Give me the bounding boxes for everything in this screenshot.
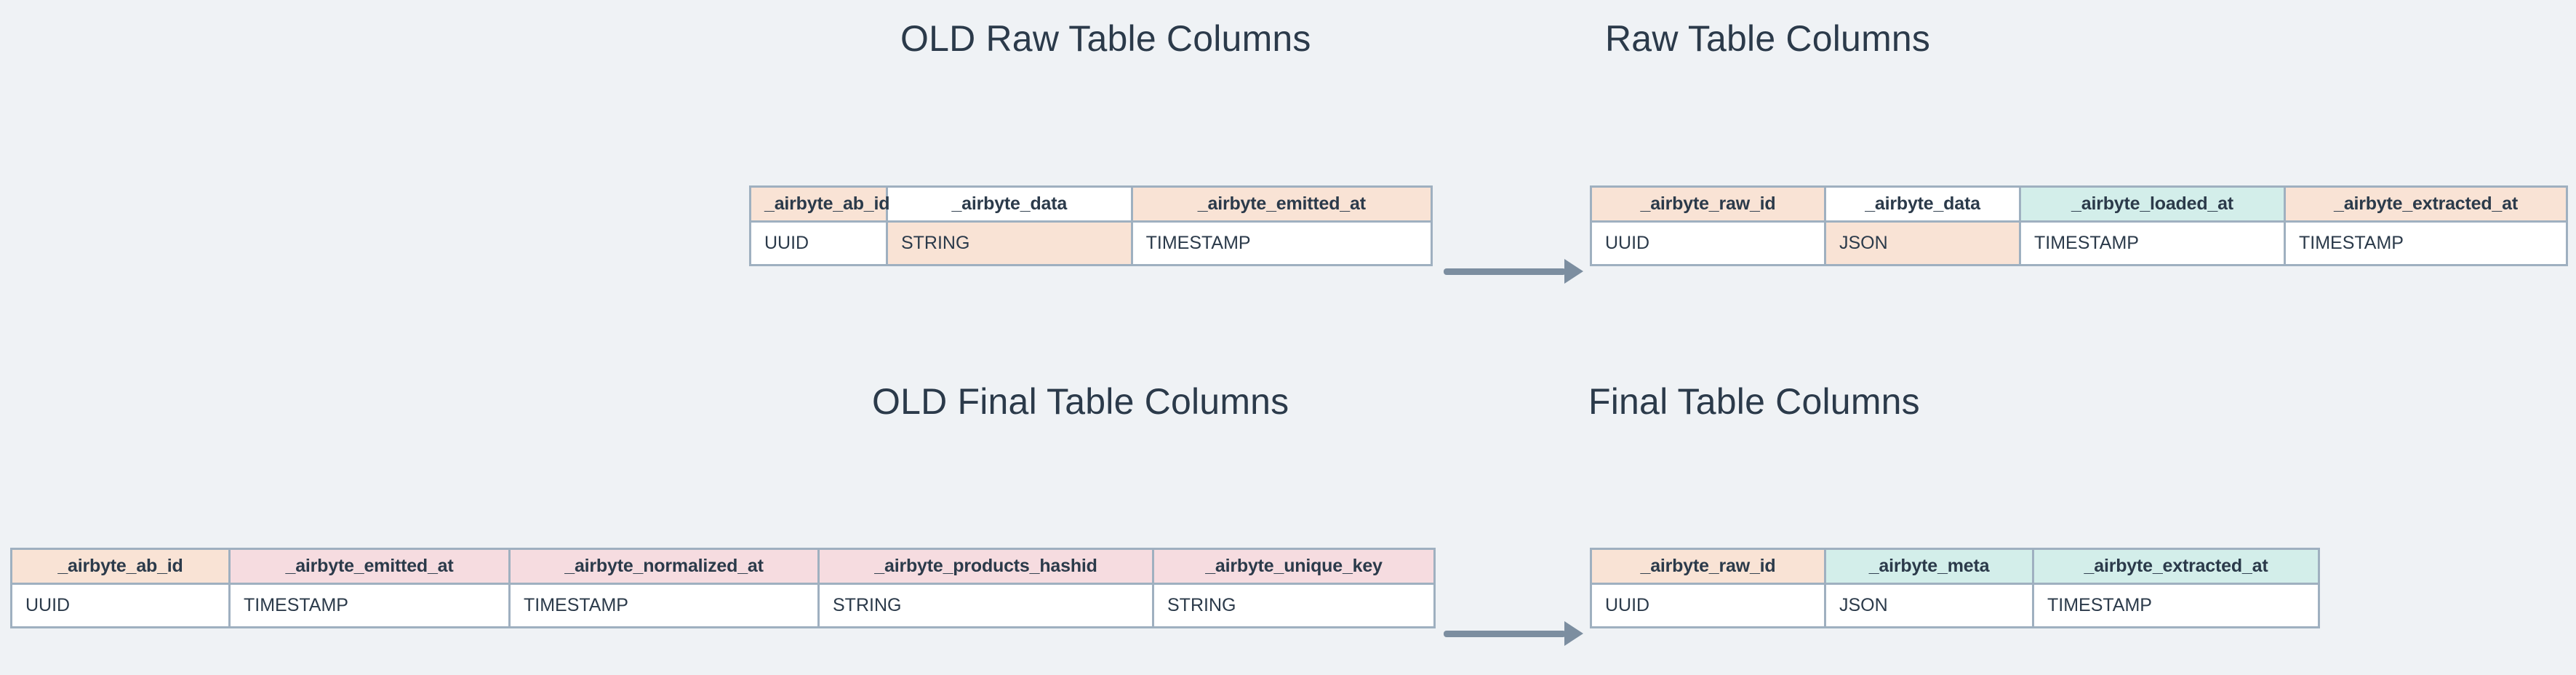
table-header-row: _airbyte_ab_id _airbyte_emitted_at _airb… [12, 550, 1433, 585]
table-new-raw-columns: _airbyte_raw_id _airbyte_data _airbyte_l… [1590, 185, 2568, 266]
header-cell: _airbyte_data [1826, 188, 2021, 223]
type-cell: TIMESTAMP [231, 585, 511, 626]
header-cell: _airbyte_raw_id [1592, 550, 1826, 585]
table-old-final-columns: _airbyte_ab_id _airbyte_emitted_at _airb… [10, 548, 1436, 628]
table-old-raw-columns: _airbyte_ab_id _airbyte_data _airbyte_em… [749, 185, 1433, 266]
header-cell: _airbyte_ab_id [751, 188, 889, 223]
header-cell: _airbyte_emitted_at [231, 550, 511, 585]
header-cell: _airbyte_meta [1826, 550, 2034, 585]
type-cell: TIMESTAMP [511, 585, 820, 626]
type-cell: JSON [1826, 223, 2021, 264]
type-cell: TIMESTAMP [2034, 585, 2318, 626]
type-cell: STRING [887, 223, 1133, 264]
arrow-head-icon [1564, 259, 1583, 284]
type-cell: UUID [1592, 223, 1826, 264]
title-new-raw-table: Raw Table Columns [1605, 18, 1931, 59]
header-cell: _airbyte_ab_id [12, 550, 231, 585]
title-old-raw-table: OLD Raw Table Columns [900, 18, 1311, 59]
arrow-old-raw-to-new-raw [1444, 259, 1583, 284]
arrow-old-final-to-new-final [1444, 621, 1583, 646]
table-header-row: _airbyte_ab_id _airbyte_data _airbyte_em… [751, 188, 1431, 223]
type-cell: TIMESTAMP [1132, 223, 1431, 264]
header-cell: _airbyte_raw_id [1592, 188, 1826, 223]
table-row: UUID JSON TIMESTAMP TIMESTAMP [1592, 223, 2566, 264]
arrow-shaft [1444, 268, 1566, 275]
type-cell: TIMESTAMP [2286, 223, 2566, 264]
table-row: UUID TIMESTAMP TIMESTAMP STRING STRING [12, 585, 1433, 626]
title-old-final-table: OLD Final Table Columns [872, 381, 1289, 422]
title-new-final-table: Final Table Columns [1588, 381, 1920, 422]
type-cell: UUID [751, 223, 888, 264]
table-new-final-columns: _airbyte_raw_id _airbyte_meta _airbyte_e… [1590, 548, 2320, 628]
table-row: UUID STRING TIMESTAMP [751, 223, 1431, 264]
header-cell: _airbyte_loaded_at [2021, 188, 2286, 223]
header-cell: _airbyte_unique_key [1154, 550, 1433, 585]
header-cell: _airbyte_data [887, 188, 1133, 223]
type-cell: UUID [12, 585, 231, 626]
header-cell: _airbyte_emitted_at [1132, 188, 1431, 223]
table-header-row: _airbyte_raw_id _airbyte_meta _airbyte_e… [1592, 550, 2318, 585]
type-cell: STRING [820, 585, 1154, 626]
arrow-head-icon [1564, 621, 1583, 646]
header-cell: _airbyte_products_hashid [820, 550, 1154, 585]
table-row: UUID JSON TIMESTAMP [1592, 585, 2318, 626]
header-cell: _airbyte_normalized_at [511, 550, 820, 585]
header-cell: _airbyte_extracted_at [2034, 550, 2318, 585]
type-cell: JSON [1826, 585, 2034, 626]
header-cell: _airbyte_extracted_at [2286, 188, 2566, 223]
type-cell: UUID [1592, 585, 1826, 626]
table-header-row: _airbyte_raw_id _airbyte_data _airbyte_l… [1592, 188, 2566, 223]
arrow-shaft [1444, 630, 1566, 637]
type-cell: STRING [1154, 585, 1433, 626]
type-cell: TIMESTAMP [2021, 223, 2286, 264]
